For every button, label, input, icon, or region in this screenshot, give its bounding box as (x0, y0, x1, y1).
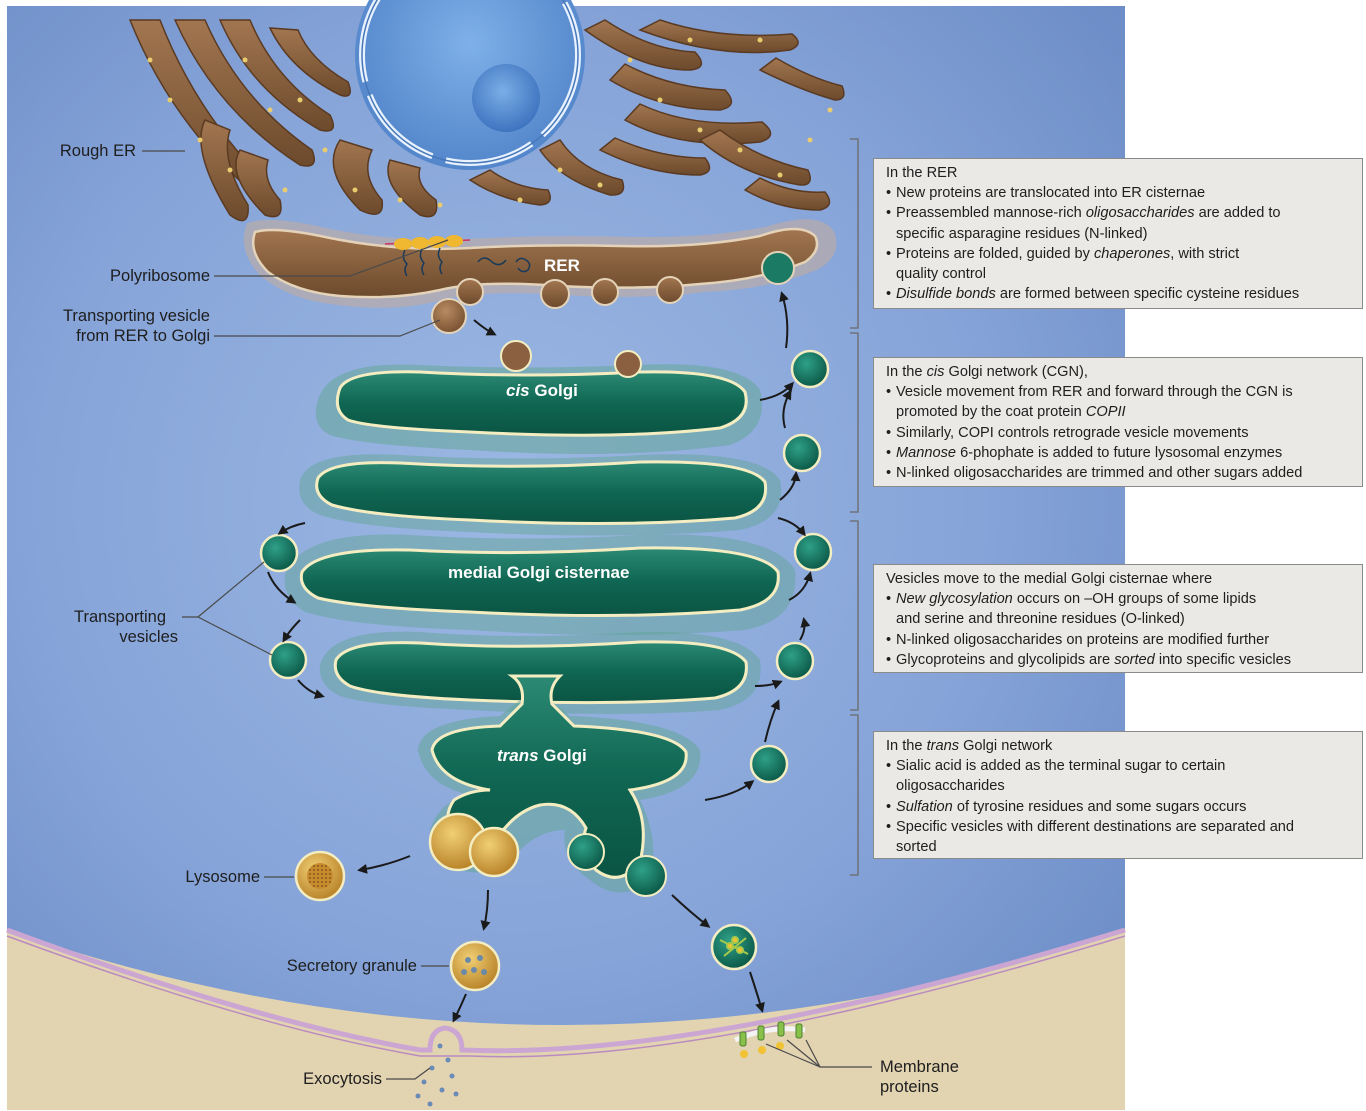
membrane-protein-vesicle (712, 925, 756, 969)
info-box-rer: In the RER New proteins are translocated… (873, 158, 1363, 309)
label-secretory-granule: Secretory granule (240, 956, 417, 976)
box-rer-heading: In the RER (886, 163, 1352, 183)
label-membrane-line1: Membrane (880, 1057, 959, 1077)
label-transporting-line1: Transporting (60, 607, 180, 627)
label-membrane-proteins: Membrane proteins (880, 1057, 959, 1097)
rer-transport-vesicle (432, 299, 466, 333)
box-cis-heading: In the cis Golgi network (CGN), (886, 362, 1352, 382)
box-medial-item: Glycoproteins and glycolipids are sorted… (886, 650, 1352, 670)
box-medial-item: N-linked oligosaccharides on proteins ar… (886, 630, 1352, 650)
label-cis-golgi: cis Golgi (506, 381, 578, 401)
box-cis-item: Mannose 6-phophate is added to future ly… (886, 443, 1352, 463)
label-transporting-line2: vesicles (60, 627, 180, 647)
medial-golgi (285, 534, 796, 635)
lysosome (296, 852, 344, 900)
label-trans-italic: trans (497, 746, 539, 765)
box-rer-item: Proteins are folded, guided by chaperone… (886, 244, 1352, 284)
box-medial-heading: Vesicles move to the medial Golgi cister… (886, 569, 1352, 589)
cis-golgi-cisterna-2 (299, 454, 781, 535)
box-cis-item: Similarly, COPI controls retrograde vesi… (886, 423, 1352, 443)
box-trans-item: Specific vesicles with different destina… (886, 817, 1352, 857)
label-transport-vesicle: Transporting vesicle from RER to Golgi (20, 306, 210, 346)
box-rer-item: Preassembled mannose-rich oligosaccharid… (886, 203, 1352, 243)
box-trans-item: Sulfation of tyrosine residues and some … (886, 797, 1352, 817)
label-trans-golgi: trans Golgi (497, 746, 587, 766)
info-box-trans: In the trans Golgi network Sialic acid i… (873, 731, 1363, 859)
box-trans-item: Sialic acid is added as the terminal sug… (886, 756, 1352, 796)
box-trans-heading: In the trans Golgi network (886, 736, 1352, 756)
box-cis-item: N-linked oligosaccharides are trimmed an… (886, 463, 1352, 483)
label-membrane-line2: proteins (880, 1077, 959, 1097)
label-transport-vesicle-line1: Transporting vesicle (20, 306, 210, 326)
info-box-medial: Vesicles move to the medial Golgi cister… (873, 564, 1363, 673)
box-cis-item: Vesicle movement from RER and forward th… (886, 382, 1352, 422)
label-rough-er: Rough ER (30, 141, 136, 161)
label-polyribosome: Polyribosome (70, 266, 210, 286)
label-transport-vesicle-line2: from RER to Golgi (20, 326, 210, 346)
label-rer: RER (544, 256, 580, 276)
label-transporting-vesicles: Transporting vesicles (60, 607, 180, 647)
label-cis-rest: Golgi (530, 381, 578, 400)
label-cis-italic: cis (506, 381, 530, 400)
label-lysosome: Lysosome (150, 867, 260, 887)
label-trans-rest: Golgi (539, 746, 587, 765)
box-rer-item: New proteins are translocated into ER ci… (886, 183, 1352, 203)
secretory-granule (451, 942, 499, 990)
nucleolus (472, 64, 540, 132)
info-box-cis: In the cis Golgi network (CGN), Vesicle … (873, 357, 1363, 487)
box-rer-item: Disulfide bonds are formed between speci… (886, 284, 1352, 304)
label-exocytosis: Exocytosis (270, 1069, 382, 1089)
label-medial-golgi: medial Golgi cisternae (448, 563, 629, 583)
box-medial-item: New glycosylation occurs on –OH groups o… (886, 589, 1352, 629)
